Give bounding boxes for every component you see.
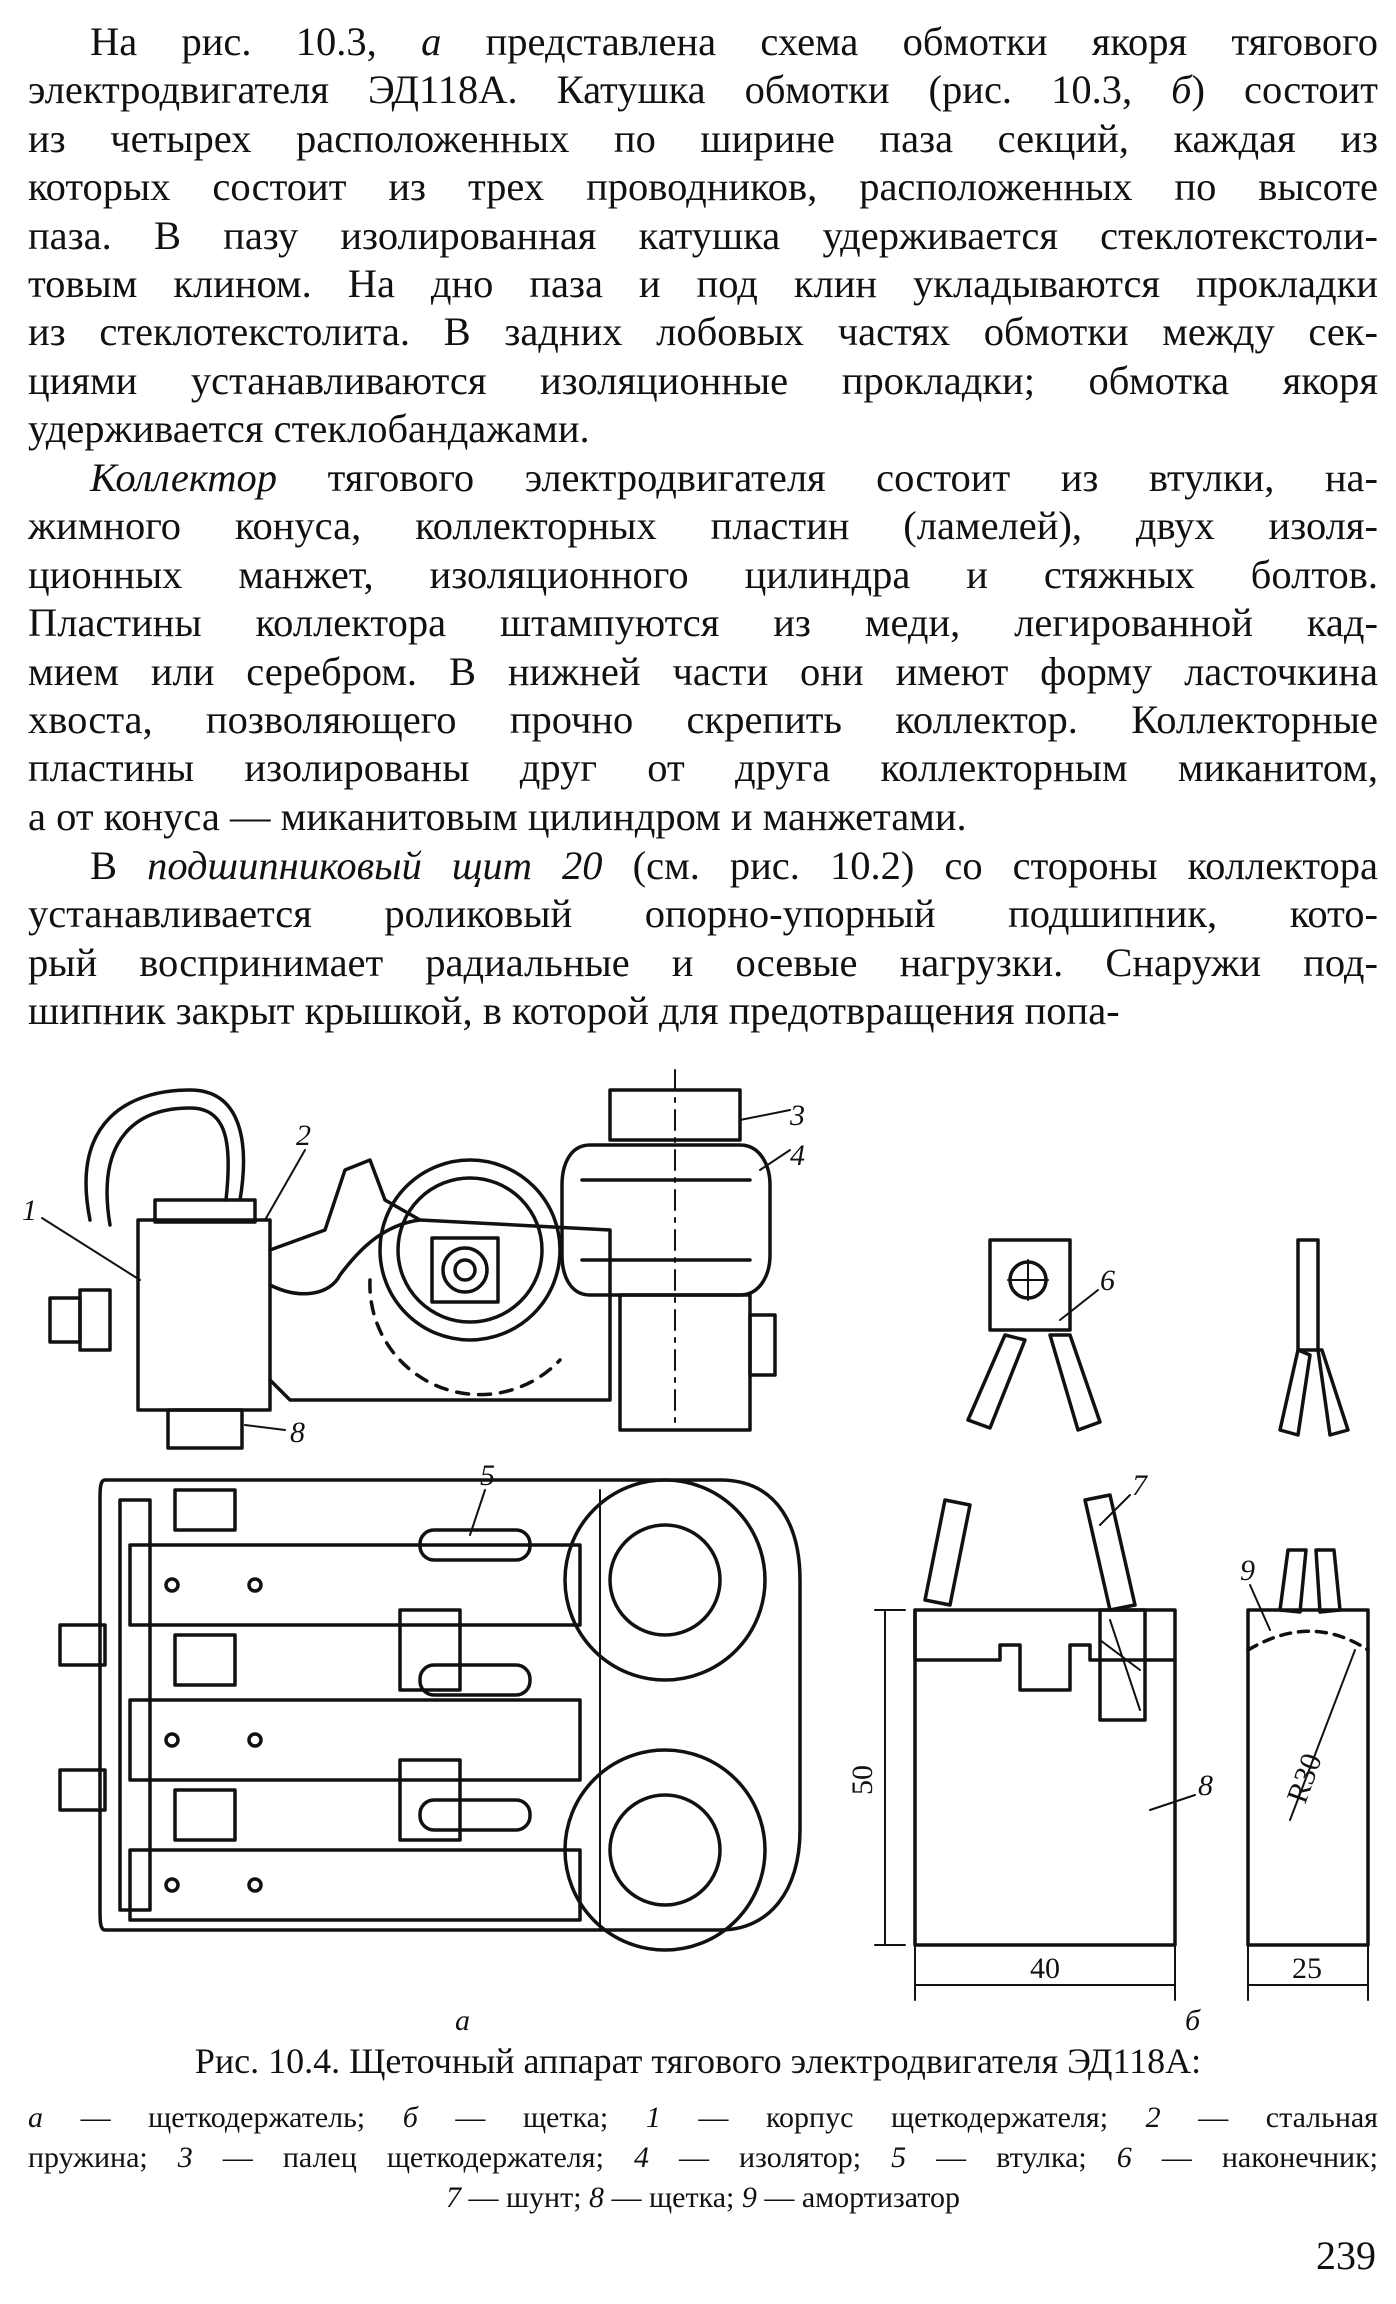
text-line: товым клином. На дно паза и под клин укл…	[28, 261, 1378, 307]
brush-front-view	[874, 1238, 1177, 2001]
callout-5: 5	[480, 1459, 495, 1492]
text-line: из стеклотекстолита. В задних лобовых ча…	[28, 309, 1378, 355]
text-line: жимного конуса, коллекторных пластин (ла…	[28, 503, 1378, 549]
text-line: 7 — шунт; 8 — щетка; 9 — амортизатор	[445, 2181, 961, 2214]
text-line: устанавливается роликовый опорно-упорный…	[28, 891, 1378, 937]
text-line: рый воспринимает радиальные и осевые наг…	[28, 939, 1378, 985]
italic-run: 2	[1145, 2101, 1161, 2134]
italic-run: Коллектор	[90, 455, 278, 500]
paragraph-2: Коллектор тягового электродвигателя сост…	[28, 454, 1378, 841]
text-line: циями устанавливаются изоляционные прокл…	[28, 357, 1378, 403]
callout-8-holder: 8	[290, 1416, 305, 1449]
text-line: удерживается стеклобандажами.	[28, 406, 590, 452]
italic-run: 4	[633, 2141, 649, 2174]
italic-run: 7	[445, 2181, 461, 2214]
dimension-radius: R30	[1281, 1749, 1329, 1807]
brush-gear-figure: 1 2 3 4 5 6 7 8 8 9 50 40 25 R30 а б	[22, 1069, 1370, 2037]
callout-7: 7	[1132, 1469, 1149, 1502]
dimension-thickness: 25	[1292, 1952, 1322, 1985]
figure-caption-title: Рис. 10.4. Щеточный аппарат тягового эле…	[194, 2041, 1202, 2081]
italic-run: 5	[891, 2141, 907, 2174]
italic-run: 8	[589, 2181, 605, 2214]
text-line: хвоста, позволяющего прочно скрепить кол…	[28, 697, 1378, 743]
text-line: пружина; 3 — палец щеткодержателя; 4 — и…	[28, 2141, 1378, 2174]
figure-caption-legend: а — щеткодержатель; б — щетка; 1 — корпу…	[28, 2098, 1378, 2218]
callout-2: 2	[296, 1119, 311, 1152]
text-line: паза. В пазу изолированная катушка удерж…	[28, 212, 1378, 258]
subfigure-label-a: а	[455, 2004, 470, 2037]
brush-holder-side-view	[48, 1069, 777, 1450]
paragraph-1: На рис. 10.3, а представлена схема обмот…	[28, 18, 1378, 454]
italic-run: б	[402, 2101, 418, 2134]
callout-9: 9	[1240, 1554, 1255, 1587]
callout-6: 6	[1100, 1264, 1115, 1297]
italic-run: 1	[645, 2101, 661, 2134]
page-number: 239	[1316, 2233, 1376, 2278]
text-line: а — щеткодержатель; б — щетка; 1 — корпу…	[28, 2101, 1378, 2134]
italic-run: а	[421, 19, 442, 64]
italic-run: 9	[741, 2181, 757, 2214]
text-line: Пластины коллектора штампуются из меди, …	[28, 600, 1378, 646]
text-line: а от конуса — миканитовым цилиндром и ма…	[28, 793, 967, 839]
callout-1: 1	[22, 1194, 37, 1227]
paragraph-3: В подшипниковый щит 20 (см. рис. 10.2) с…	[28, 842, 1378, 1036]
text-line: пластины изолированы друг от друга колле…	[28, 745, 1378, 791]
italic-run: а	[28, 2101, 43, 2134]
text-line: В подшипниковый щит 20 (см. рис. 10.2) с…	[90, 843, 1379, 888]
text-line: мием или серебром. В нижней части они им…	[28, 648, 1378, 694]
dimension-width: 40	[1030, 1952, 1060, 1985]
italic-run: 3	[177, 2141, 193, 2174]
text-line: из четырех расположенных по ширине паза …	[28, 115, 1378, 161]
brush-holder-top-view	[58, 1478, 802, 1952]
text-line: электродвигателя ЭД118А. Катушка обмотки…	[28, 67, 1378, 113]
text-line: которых состоит из трех проводников, рас…	[28, 164, 1378, 210]
text-line: шипник закрыт крышкой, в которой для пре…	[28, 988, 1120, 1034]
italic-run: 6	[1116, 2141, 1132, 2174]
brush-side-view	[1246, 1238, 1370, 2001]
text-line: Коллектор тягового электродвигателя сост…	[90, 455, 1378, 500]
text-line: ционных манжет, изоляционного цилиндра и…	[28, 551, 1378, 597]
callout-4: 4	[790, 1139, 805, 1172]
callout-3: 3	[789, 1099, 805, 1132]
callout-8-brush: 8	[1198, 1769, 1213, 1802]
text-line: На рис. 10.3, а представлена схема обмот…	[90, 19, 1379, 64]
dimension-height: 50	[846, 1765, 879, 1795]
italic-run: б	[1171, 67, 1192, 113]
italic-run: подшипниковый щит 20	[147, 843, 603, 888]
subfigure-label-b: б	[1185, 2004, 1201, 2037]
